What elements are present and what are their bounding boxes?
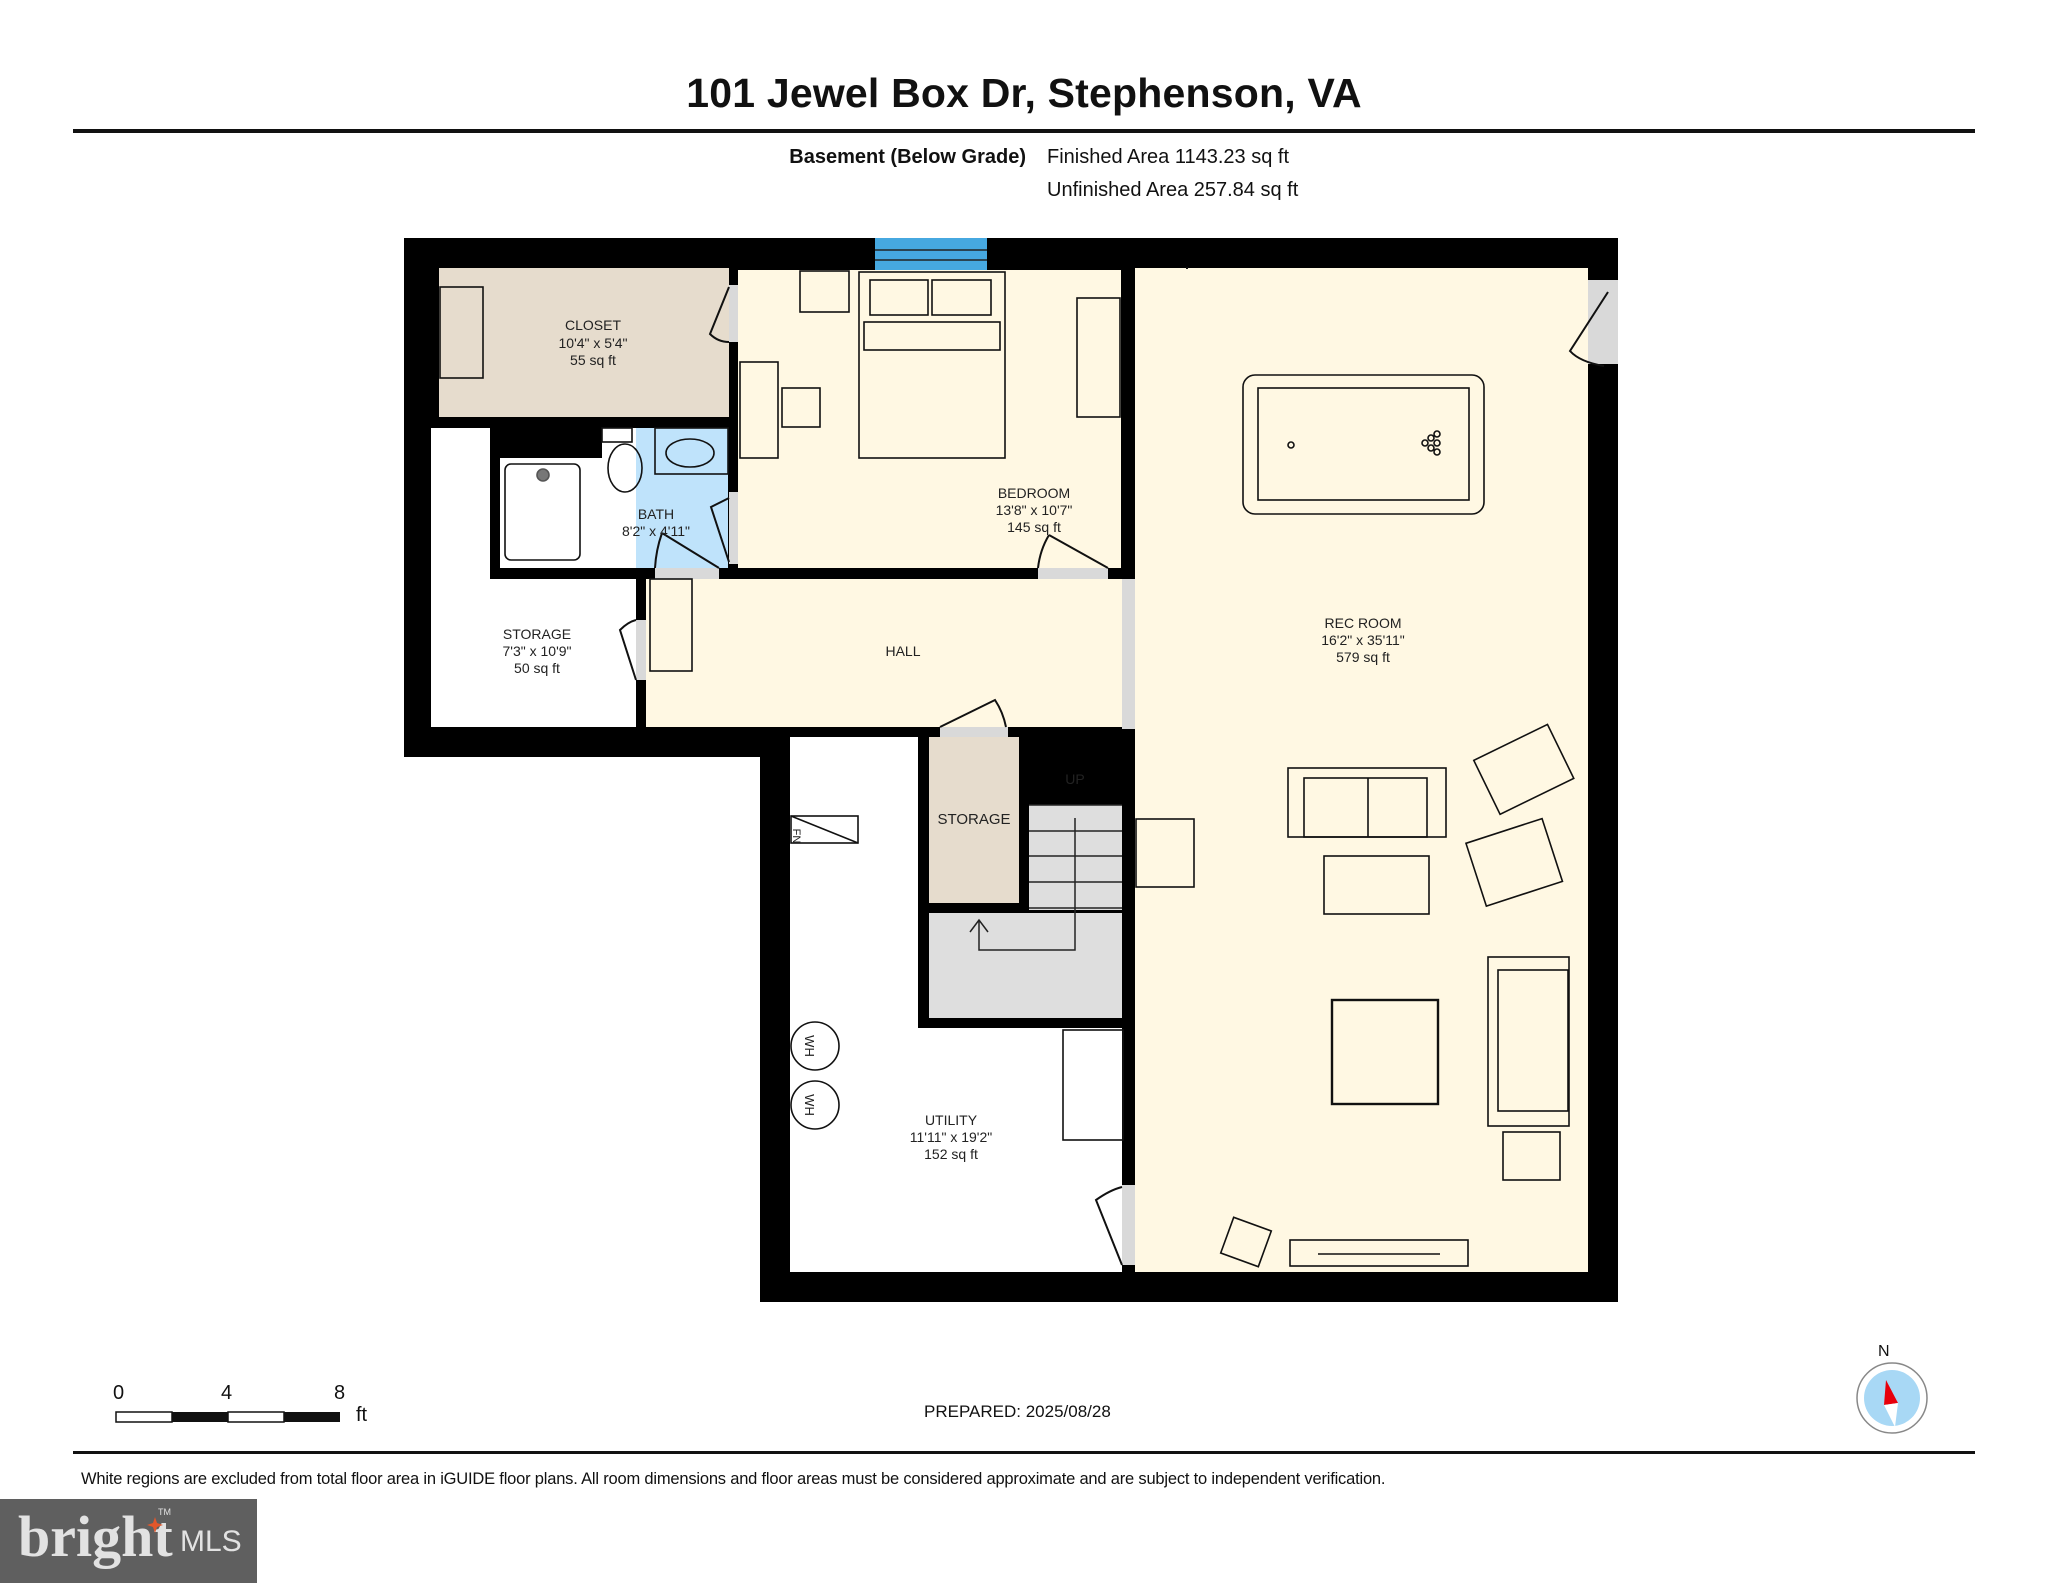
bath-dims: 8'2" x 4'11" bbox=[622, 523, 690, 539]
tv-console bbox=[1289, 1239, 1469, 1267]
scale-tick-8: 8 bbox=[334, 1382, 346, 1404]
hall-shelf bbox=[649, 578, 693, 672]
title-divider bbox=[73, 129, 1975, 133]
stairs-landing-fill bbox=[929, 913, 1122, 1018]
closet-dims: 10'4" x 5'4" bbox=[559, 335, 628, 351]
utility-dims: 11'11" x 19'2" bbox=[910, 1129, 993, 1145]
scale-tick-4: 4 bbox=[221, 1382, 233, 1404]
prepared-date: PREPARED: 2025/08/28 bbox=[924, 1402, 1111, 1421]
logo-trademark: TM bbox=[158, 1507, 171, 1517]
armchair-1 bbox=[1472, 723, 1575, 816]
scale-bar bbox=[115, 1411, 340, 1423]
pool-table bbox=[1242, 374, 1485, 515]
utility-shelf bbox=[1062, 1029, 1124, 1141]
storage-stair-fill bbox=[929, 737, 1019, 903]
furnace-label: FN bbox=[790, 829, 802, 844]
storage-stair-name: STORAGE bbox=[937, 811, 1010, 828]
logo-star-icon bbox=[147, 1517, 163, 1533]
bedroom-dims: 13'8" x 10'7" bbox=[996, 502, 1073, 518]
ottoman bbox=[1330, 998, 1440, 1106]
disclaimer-text: White regions are excluded from total fl… bbox=[81, 1470, 1386, 1488]
finished-area: Finished Area 1143.23 sq ft bbox=[1047, 146, 1290, 168]
storage-west-dims: 7'3" x 10'9" bbox=[503, 643, 572, 659]
closet-shelf bbox=[439, 286, 484, 379]
water-heater-1 bbox=[790, 1021, 840, 1071]
bright-mls-logo: bright TM MLS bbox=[0, 1499, 257, 1583]
closet-name: CLOSET bbox=[565, 317, 621, 333]
footer-divider bbox=[73, 1451, 1975, 1454]
window bbox=[875, 238, 987, 270]
stairs-up-label: UP bbox=[1065, 771, 1084, 787]
water-heater-1-label: WH bbox=[802, 1035, 817, 1057]
toilet-bowl bbox=[607, 443, 643, 493]
compass-north-label: N bbox=[1878, 1343, 1890, 1360]
nightstand bbox=[799, 270, 850, 313]
vanity bbox=[654, 427, 729, 475]
scale-unit: ft bbox=[356, 1404, 368, 1426]
storage-west-name: STORAGE bbox=[503, 626, 571, 642]
bedroom-area: 145 sq ft bbox=[1007, 519, 1061, 535]
closet-area: 55 sq ft bbox=[570, 352, 616, 368]
water-heater-2-label: WH bbox=[802, 1094, 817, 1116]
utility-name: UTILITY bbox=[925, 1112, 978, 1128]
utility-area: 152 sq ft bbox=[924, 1146, 978, 1162]
side-chair bbox=[1219, 1216, 1273, 1268]
room-labels: CLOSET 10'4" x 5'4" 55 sq ft BEDROOM 13'… bbox=[503, 317, 1405, 1162]
property-address-title: 101 Jewel Box Dr, Stephenson, VA bbox=[686, 70, 1362, 116]
hall-name: HALL bbox=[885, 643, 920, 659]
bed bbox=[858, 271, 1006, 459]
rec-room-area: 579 sq ft bbox=[1336, 649, 1390, 665]
end-table bbox=[1502, 1131, 1561, 1181]
storage-west-area: 50 sq ft bbox=[514, 660, 560, 676]
logo-mls-text: MLS bbox=[180, 1525, 242, 1558]
door-swings bbox=[618, 267, 1609, 1266]
rec-room-fill bbox=[1135, 268, 1588, 1272]
coffee-table bbox=[1323, 855, 1430, 915]
unfinished-area: Unfinished Area 257.84 sq ft bbox=[1047, 179, 1299, 201]
logo-wordmark: bright bbox=[18, 1504, 173, 1569]
scale-tick-0: 0 bbox=[113, 1382, 125, 1404]
rec-cabinet bbox=[1135, 818, 1195, 888]
shower bbox=[504, 463, 581, 561]
hall-fill bbox=[646, 579, 1122, 727]
sink bbox=[665, 438, 715, 468]
rec-room-name: REC ROOM bbox=[1325, 615, 1402, 631]
desk bbox=[739, 361, 779, 459]
chair bbox=[781, 387, 821, 428]
dresser bbox=[1076, 297, 1121, 418]
toilet-tank bbox=[601, 427, 633, 443]
closet-fill bbox=[439, 268, 729, 417]
water-heater-2 bbox=[790, 1080, 840, 1130]
level-label: Basement (Below Grade) bbox=[789, 146, 1026, 168]
stair-treads bbox=[969, 804, 1122, 951]
door-openings bbox=[636, 280, 1618, 1265]
rec-room-dims: 16'2" x 35'11" bbox=[1321, 632, 1405, 648]
sectional bbox=[1487, 956, 1570, 1127]
armchair-2 bbox=[1464, 817, 1564, 908]
bedroom-fill bbox=[738, 270, 1121, 568]
compass-icon: N bbox=[1856, 1343, 1928, 1434]
bedroom-name: BEDROOM bbox=[998, 485, 1070, 501]
furniture bbox=[439, 270, 1575, 1268]
furnace bbox=[790, 815, 859, 844]
bath-name: BATH bbox=[638, 506, 674, 522]
